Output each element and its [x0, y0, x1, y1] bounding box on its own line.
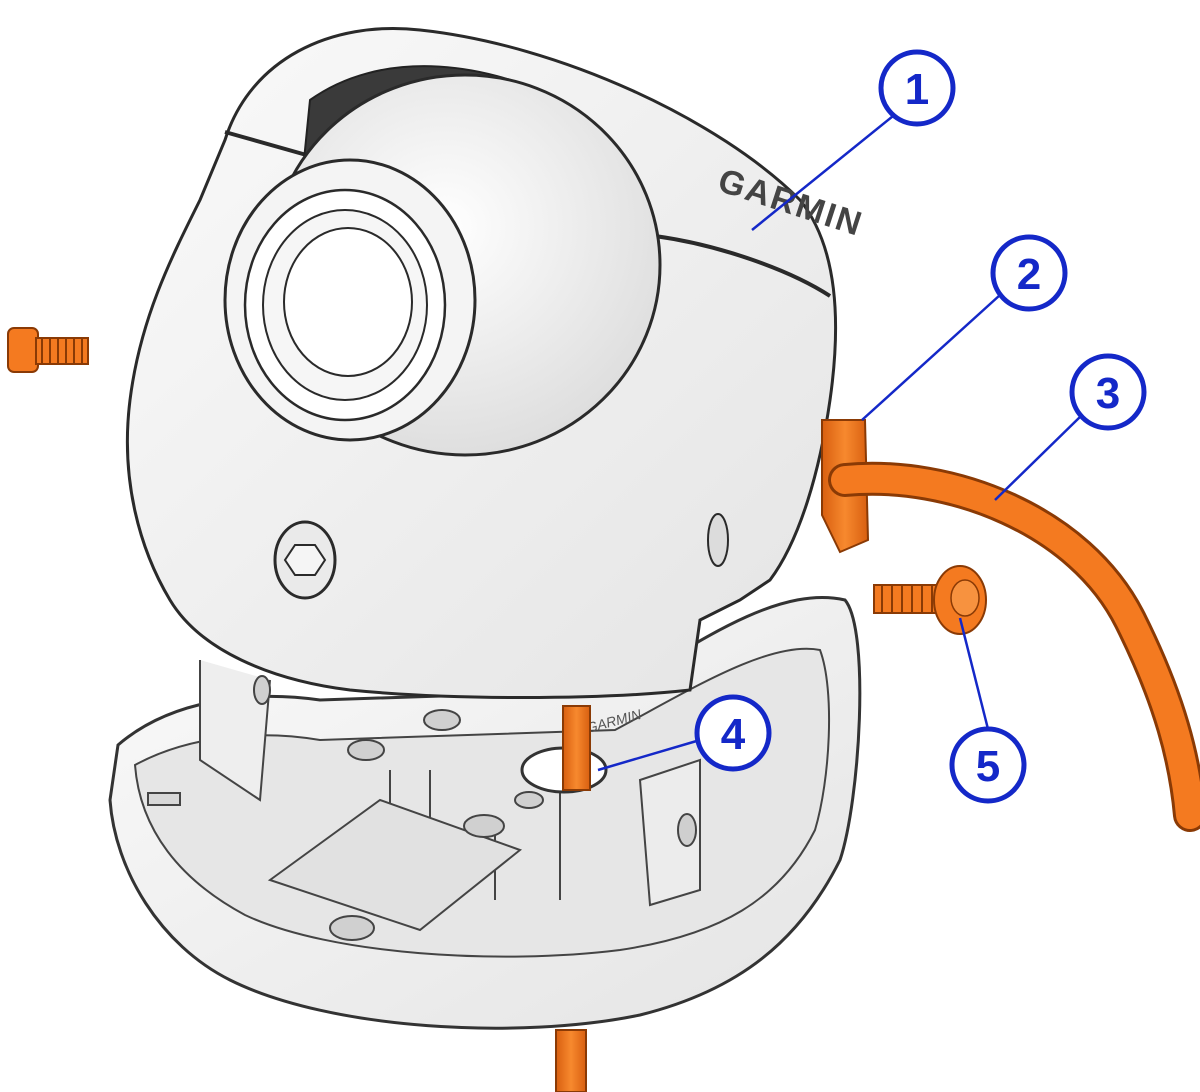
callout-5-label: 5 [976, 742, 1000, 791]
callout-4-label: 4 [721, 710, 746, 759]
callout-4: 4 [694, 694, 772, 772]
callout-3-label: 3 [1096, 369, 1120, 418]
camera-housing: GARMIN [125, 27, 868, 699]
callout-3: 3 [1069, 353, 1147, 431]
callout-1-label: 1 [905, 65, 929, 114]
callout-5: 5 [949, 726, 1027, 804]
cable [828, 461, 1200, 832]
callout-1: 1 [878, 49, 956, 127]
mounting-screw [873, 565, 987, 635]
callout-2: 2 [990, 234, 1068, 312]
cable-vertical-segment [562, 705, 591, 791]
callout-2-label: 2 [1017, 250, 1041, 299]
left-mounting-screw [7, 327, 89, 373]
cable-lower-segment [555, 1029, 587, 1092]
callout-leader-lines [597, 115, 1083, 772]
